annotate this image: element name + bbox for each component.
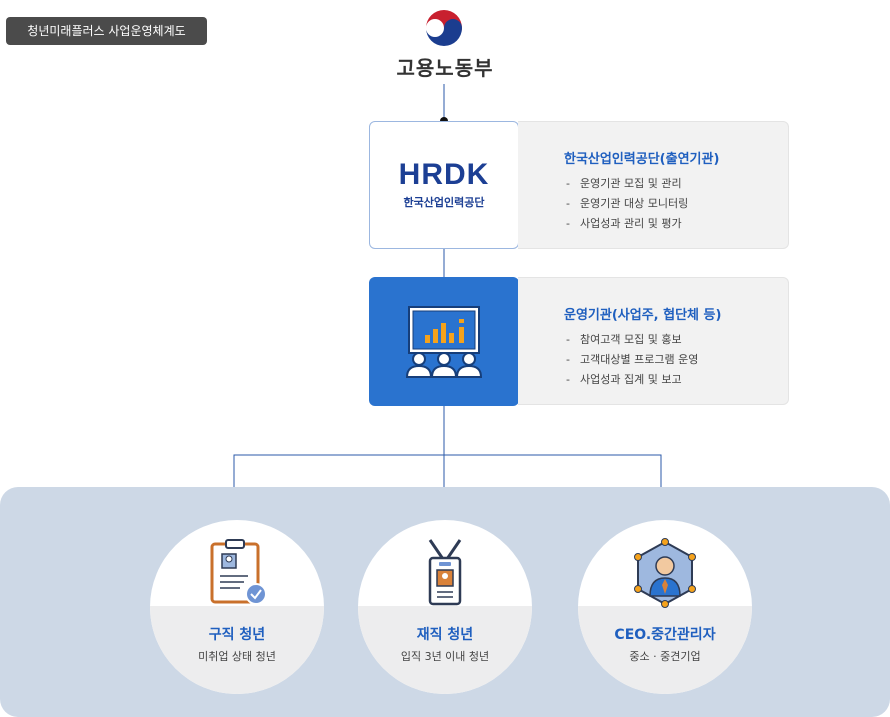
hrdk-logo-subtitle: 한국산업인력공단 (403, 196, 485, 209)
target-employed-youth: 재직 청년 입직 3년 이내 청년 (358, 520, 532, 694)
list-item: -사업성과 집계 및 보고 (566, 373, 682, 386)
agency-duty-list: -참여고객 모집 및 홍보 -고객대상별 프로그램 운영 -사업성과 집계 및 … (566, 330, 698, 390)
clipboard-resume-icon (210, 539, 267, 605)
list-item: -고객대상별 프로그램 운영 (566, 353, 699, 366)
target-subtitle: 중소 · 중견기업 (629, 650, 701, 663)
ministry-name: 고용노동부 (396, 56, 494, 80)
id-badge-icon (428, 539, 462, 606)
list-item: -운영기관 모집 및 관리 (566, 177, 682, 190)
agency-card (369, 277, 519, 406)
presentation-board-icon (405, 306, 483, 378)
target-subtitle: 입직 3년 이내 청년 (400, 650, 490, 663)
agency-title: 운영기관(사업주, 협단체 등) (564, 308, 722, 323)
target-title: 재직 청년 (416, 627, 474, 643)
government-emblem-icon (426, 10, 462, 46)
agency-info-box: 운영기관(사업주, 협단체 등) -참여고객 모집 및 홍보 -고객대상별 프로… (518, 277, 789, 405)
target-title: CEO.중간관리자 (614, 627, 716, 643)
list-item: -운영기관 대상 모니터링 (566, 197, 689, 210)
page-tag: 청년미래플러스 사업운영체계도 (6, 17, 207, 45)
hrdk-title: 한국산업인력공단(출연기관) (564, 152, 720, 167)
list-item: -참여고객 모집 및 홍보 (566, 333, 682, 346)
manager-network-icon (634, 538, 696, 608)
target-title: 구직 청년 (208, 627, 266, 643)
target-subtitle: 미취업 상태 청년 (198, 650, 276, 663)
target-ceo-managers: CEO.중간관리자 중소 · 중견기업 (578, 520, 752, 694)
hrdk-logo: HRDK (398, 158, 490, 191)
hrdk-duty-list: -운영기관 모집 및 관리 -운영기관 대상 모니터링 -사업성과 관리 및 평… (566, 174, 688, 234)
hrdk-card: HRDK 한국산업인력공단 (369, 121, 519, 249)
hrdk-info-box: 한국산업인력공단(출연기관) -운영기관 모집 및 관리 -운영기관 대상 모니… (518, 121, 789, 249)
list-item: -사업성과 관리 및 평가 (566, 217, 682, 230)
target-job-seeking-youth: 구직 청년 미취업 상태 청년 (150, 520, 324, 694)
